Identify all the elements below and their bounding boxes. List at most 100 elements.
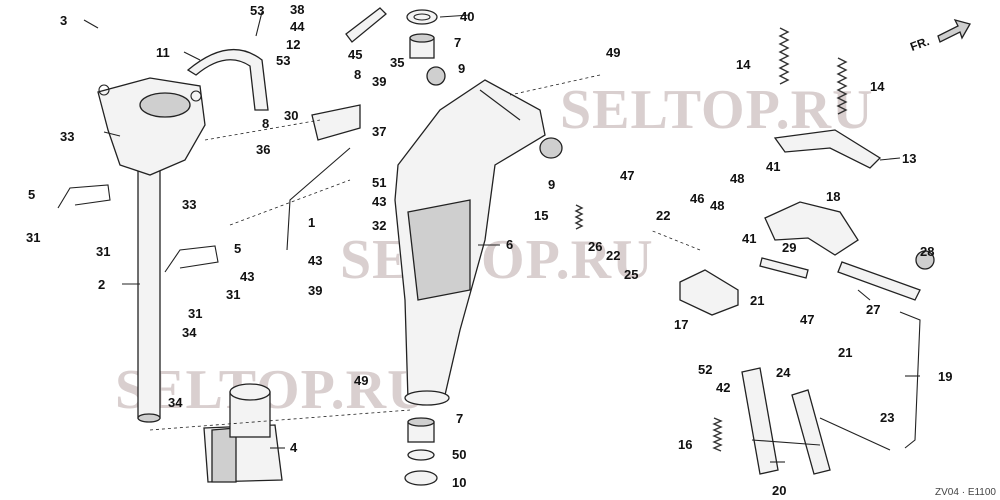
callout-label: 53 — [250, 3, 265, 18]
callout-label: 2 — [98, 277, 106, 292]
callout-label: 43 — [372, 194, 387, 209]
callout-label: 40 — [460, 9, 475, 24]
callout-label: 45 — [348, 47, 363, 62]
control-plate — [311, 104, 361, 141]
callout-label: 27 — [866, 302, 881, 317]
spring-14b — [836, 57, 848, 115]
spring-15 — [574, 204, 584, 230]
pin-23 — [819, 417, 891, 451]
callout-label: 3 — [60, 13, 68, 28]
callout-label: 48 — [710, 198, 725, 213]
spring-14a — [778, 27, 790, 85]
callout-label: 52 — [698, 362, 713, 377]
alignment-lines — [149, 74, 701, 431]
callout-label: 46 — [690, 191, 705, 206]
washer-bottom — [407, 449, 435, 461]
callout-label: 35 — [390, 55, 405, 70]
bush-9a — [426, 66, 446, 86]
callout-label: 24 — [776, 365, 791, 380]
callout-label: 47 — [800, 312, 815, 327]
callout-label: 33 — [60, 129, 75, 144]
pin-29 — [759, 257, 809, 279]
callout-label: 4 — [290, 440, 298, 455]
upper-bracket — [97, 77, 206, 176]
callout-label: 51 — [372, 175, 387, 190]
lock-plate — [679, 269, 739, 316]
callout-label: 39 — [372, 74, 387, 89]
callout-label: 37 — [372, 124, 387, 139]
callout-label: 44 — [290, 19, 305, 34]
callout-label: 16 — [678, 437, 693, 452]
figure-code: ZV04 · E1100 — [935, 487, 996, 498]
callout-label: 36 — [256, 142, 271, 157]
callout-label: 10 — [452, 475, 467, 490]
callout-label: 8 — [262, 116, 270, 131]
callout-label: 31 — [96, 244, 111, 259]
callout-label: 9 — [458, 61, 466, 76]
callout-label: 49 — [354, 373, 369, 388]
callout-label: 11 — [156, 45, 170, 60]
callout-label: 39 — [308, 283, 323, 298]
callout-label: 43 — [240, 269, 255, 284]
callout-label: 9 — [548, 177, 556, 192]
callout-label: 5 — [28, 187, 36, 202]
callout-label: 31 — [188, 306, 203, 321]
link-rod — [286, 147, 351, 251]
callout-label: 23 — [880, 410, 895, 425]
callout-label: 7 — [456, 411, 464, 426]
callout-label: 26 — [588, 239, 603, 254]
bushing-bottom — [407, 417, 435, 443]
callout-label: 31 — [26, 230, 41, 245]
callout-label: 32 — [372, 218, 387, 233]
callout-label: 13 — [902, 151, 917, 166]
callout-label: 41 — [742, 231, 757, 246]
seal-bottom — [404, 470, 438, 486]
callout-label: 22 — [606, 248, 621, 263]
fr-arrow-icon — [937, 19, 971, 43]
callout-label: 34 — [168, 395, 183, 410]
callout-label: 43 — [308, 253, 323, 268]
callout-label: 47 — [620, 168, 635, 183]
lever — [345, 7, 387, 43]
callout-label: 25 — [624, 267, 639, 282]
bracket-arm — [186, 48, 269, 111]
callout-label: 20 — [772, 483, 787, 498]
callout-label: 19 — [938, 369, 953, 384]
steering-shaft — [137, 169, 161, 423]
callout-label: 50 — [452, 447, 467, 462]
seal-top — [406, 9, 438, 25]
swivel-case — [394, 79, 546, 406]
callout-label: 49 — [606, 45, 621, 60]
clamp-bracket-lower — [164, 245, 219, 273]
callout-label: 17 — [674, 317, 689, 332]
callout-label: 28 — [920, 244, 935, 259]
bushing-top — [409, 33, 435, 59]
lower-housing — [203, 383, 283, 483]
callout-label: 42 — [716, 380, 731, 395]
callout-label: 33 — [182, 197, 197, 212]
callout-label: 18 — [826, 189, 841, 204]
callout-label: 5 — [234, 241, 242, 256]
callout-label: 15 — [534, 208, 549, 223]
pin-27 — [837, 250, 935, 301]
callout-label: 7 — [454, 35, 462, 50]
callout-label: 34 — [182, 325, 197, 340]
callout-label: 12 — [286, 37, 301, 52]
callout-label: 41 — [766, 159, 781, 174]
callout-label: 14 — [870, 79, 885, 94]
callout-label: 30 — [284, 108, 299, 123]
rod-19 — [899, 311, 921, 449]
callout-label: 29 — [782, 240, 797, 255]
bush-9b — [539, 137, 563, 159]
tilt-bracket — [764, 201, 859, 256]
callout-label: 1 — [308, 215, 316, 230]
spring-16 — [712, 417, 723, 452]
leader-lines — [83, 11, 920, 463]
callout-label: 6 — [506, 237, 514, 252]
tilt-frame — [741, 367, 831, 475]
tilt-arm — [773, 129, 882, 169]
callout-label: 31 — [226, 287, 241, 302]
callout-label: 8 — [354, 67, 362, 82]
